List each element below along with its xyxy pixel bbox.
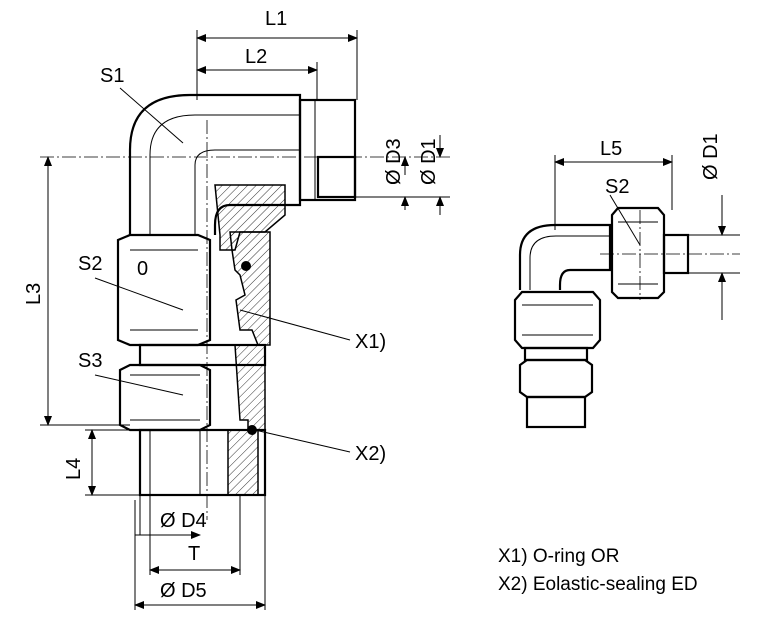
part-S1: S1 [100,65,124,87]
part-mark: 0 [137,258,148,280]
dim-D1: Ø D1 [418,138,440,185]
side-dim-L5: L5 [600,138,622,160]
dim-D4: Ø D4 [160,510,207,532]
part-S3: S3 [78,350,102,372]
callout-X1: X1) [355,331,386,353]
dim-L2: L2 [245,46,267,68]
side-fitting [513,155,740,429]
dim-T: T [188,543,200,565]
side-dim-D1: Ø D1 [700,133,722,180]
dim-D5: Ø D5 [160,580,207,602]
legend-x1: X1) O-ring OR [498,546,619,567]
side-part-S2: S2 [605,176,629,198]
dim-L1: L1 [265,8,287,30]
dim-L4: L4 [63,458,85,480]
legend-x2: X2) Eolastic-sealing ED [498,574,698,595]
dim-L3: L3 [23,283,45,305]
part-S2: S2 [78,253,102,275]
dim-D3: Ø D3 [383,138,405,185]
main-fitting [40,93,450,520]
dimension-lines [40,30,450,610]
callout-X2: X2) [355,443,386,465]
